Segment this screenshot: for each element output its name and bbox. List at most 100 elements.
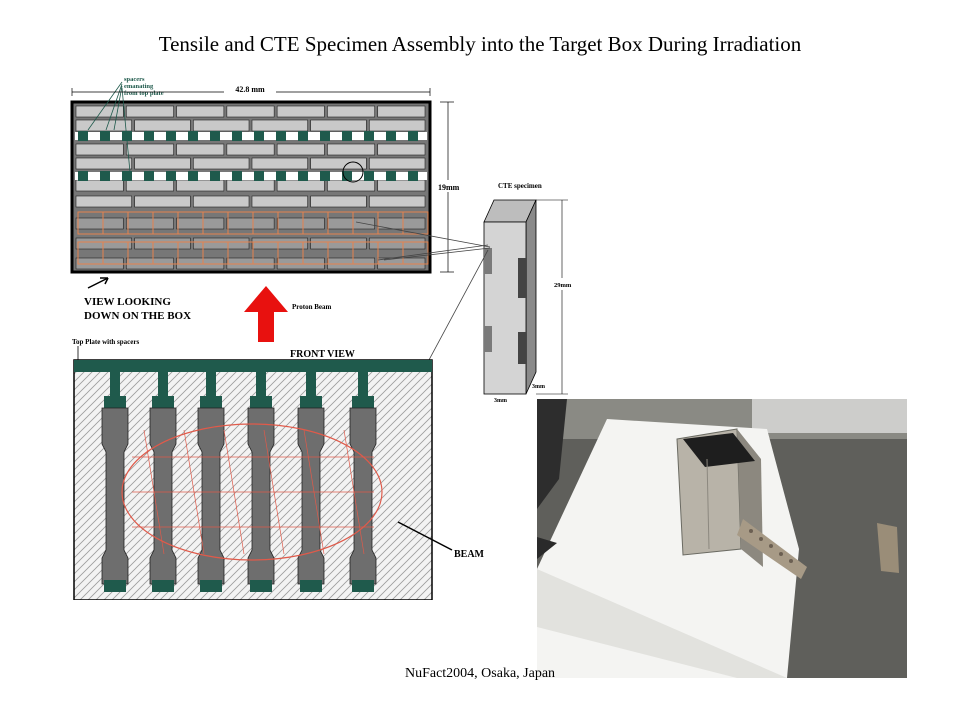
specimen-bar bbox=[276, 179, 325, 192]
specimen-bar bbox=[310, 157, 367, 170]
spacer-block bbox=[276, 171, 286, 181]
tensile-specimen bbox=[349, 407, 377, 585]
spacers-label-3: from top plate bbox=[124, 90, 164, 97]
specimen-bar bbox=[134, 119, 191, 132]
specimen-bar bbox=[327, 105, 376, 118]
width-label: 42.8 mm bbox=[235, 85, 265, 94]
spacer-block bbox=[408, 131, 418, 141]
specimen-bar bbox=[251, 195, 308, 208]
tensile-specimens bbox=[101, 372, 377, 592]
spacer-block bbox=[342, 131, 352, 141]
spacer-block bbox=[210, 171, 220, 181]
tensile-specimen bbox=[149, 407, 177, 585]
spacer-block bbox=[232, 131, 242, 141]
spacer-foot bbox=[152, 580, 174, 592]
view-callout: VIEW LOOKING DOWN ON THE BOX bbox=[84, 277, 191, 322]
proton-beam-arrow: Proton Beam bbox=[244, 286, 332, 342]
specimen-bar bbox=[75, 143, 124, 156]
spacer-strip bbox=[75, 172, 427, 180]
cte-width-label-1: 3mm bbox=[494, 398, 507, 404]
specimen-bar bbox=[193, 157, 250, 170]
specimen-bar bbox=[125, 217, 174, 230]
spacer-block bbox=[78, 171, 88, 181]
target-box bbox=[676, 428, 807, 579]
tensile-specimen bbox=[297, 407, 325, 585]
specimen-bar bbox=[176, 143, 225, 156]
spacer-block bbox=[386, 131, 396, 141]
spacer-block bbox=[342, 171, 352, 181]
tensile-specimen bbox=[247, 407, 275, 585]
detail-circle bbox=[342, 161, 364, 183]
specimen-bar bbox=[75, 119, 132, 132]
spacer-block bbox=[166, 171, 176, 181]
front-view-title: FRONT VIEW bbox=[290, 349, 355, 360]
specimen-bar bbox=[327, 143, 376, 156]
specimen-bar bbox=[226, 143, 275, 156]
specimen-bar bbox=[327, 217, 376, 230]
specimen-bar bbox=[193, 237, 250, 250]
beam-callout: BEAM bbox=[397, 521, 485, 560]
spacer-foot bbox=[200, 580, 222, 592]
specimen-rows bbox=[75, 105, 426, 270]
spacer-block bbox=[232, 171, 242, 181]
spacer-post bbox=[306, 372, 316, 402]
spacer-post bbox=[206, 372, 216, 402]
specimen-bar bbox=[251, 119, 308, 132]
specimen-grid-outline bbox=[77, 211, 429, 265]
specimen-bar bbox=[134, 157, 191, 170]
specimen-bar bbox=[75, 217, 124, 230]
spacers-label-1: spacers bbox=[124, 76, 145, 83]
specimen-bar bbox=[193, 119, 250, 132]
front-view-callouts: Top Plate with spacers FRONT VIEW bbox=[72, 338, 355, 360]
spacer-foot bbox=[250, 580, 272, 592]
spacer-block bbox=[166, 131, 176, 141]
specimen-bar bbox=[193, 195, 250, 208]
specimen-bar bbox=[377, 105, 426, 118]
specimen-bar bbox=[75, 237, 132, 250]
specimen-bar bbox=[310, 195, 367, 208]
spacer-block bbox=[210, 131, 220, 141]
specimen-bar bbox=[369, 157, 426, 170]
specimen-bar bbox=[276, 217, 325, 230]
spacer-strip bbox=[75, 132, 427, 140]
spacer-block bbox=[254, 131, 264, 141]
cte-specimen-title: CTE specimen bbox=[498, 182, 542, 190]
proton-beam-label: Proton Beam bbox=[292, 303, 332, 311]
specimen-bar bbox=[276, 143, 325, 156]
spacers-label-2: emanating bbox=[124, 83, 154, 90]
spacer-block bbox=[386, 171, 396, 181]
specimen-bar bbox=[176, 179, 225, 192]
spacer-block bbox=[408, 171, 418, 181]
spacer-foot bbox=[352, 580, 374, 592]
beam-grid bbox=[132, 429, 374, 555]
specimen-bar bbox=[226, 105, 275, 118]
front-view-box bbox=[73, 359, 433, 600]
specimen-bar bbox=[75, 179, 124, 192]
spacer-block bbox=[320, 171, 330, 181]
spacer-block bbox=[122, 131, 132, 141]
spacer-block bbox=[100, 131, 110, 141]
spacer-foot bbox=[104, 580, 126, 592]
spacer-post bbox=[158, 372, 168, 402]
specimen-bar bbox=[377, 143, 426, 156]
specimen-bar bbox=[251, 157, 308, 170]
specimen-bar bbox=[134, 195, 191, 208]
spacer-foot bbox=[300, 580, 322, 592]
slide-title: Tensile and CTE Specimen Assembly into t… bbox=[158, 32, 802, 56]
spacer-strips bbox=[75, 131, 427, 181]
specimen-bar bbox=[226, 217, 275, 230]
specimen-bar bbox=[369, 195, 426, 208]
specimen-bar bbox=[75, 195, 132, 208]
spacer-block bbox=[188, 131, 198, 141]
specimen-bar bbox=[226, 179, 275, 192]
spacer-post bbox=[256, 372, 266, 402]
specimen-bar bbox=[369, 119, 426, 132]
view-label-2: DOWN ON THE BOX bbox=[84, 310, 191, 322]
specimen-bar bbox=[75, 105, 124, 118]
specimen-bar bbox=[369, 237, 426, 250]
spacer-block bbox=[254, 171, 264, 181]
spacer-block bbox=[364, 131, 374, 141]
specimen-bar bbox=[310, 119, 367, 132]
spacer-block bbox=[122, 171, 132, 181]
assembly-diagram: spacers emanating from top plate 42.8 mm… bbox=[70, 76, 582, 600]
